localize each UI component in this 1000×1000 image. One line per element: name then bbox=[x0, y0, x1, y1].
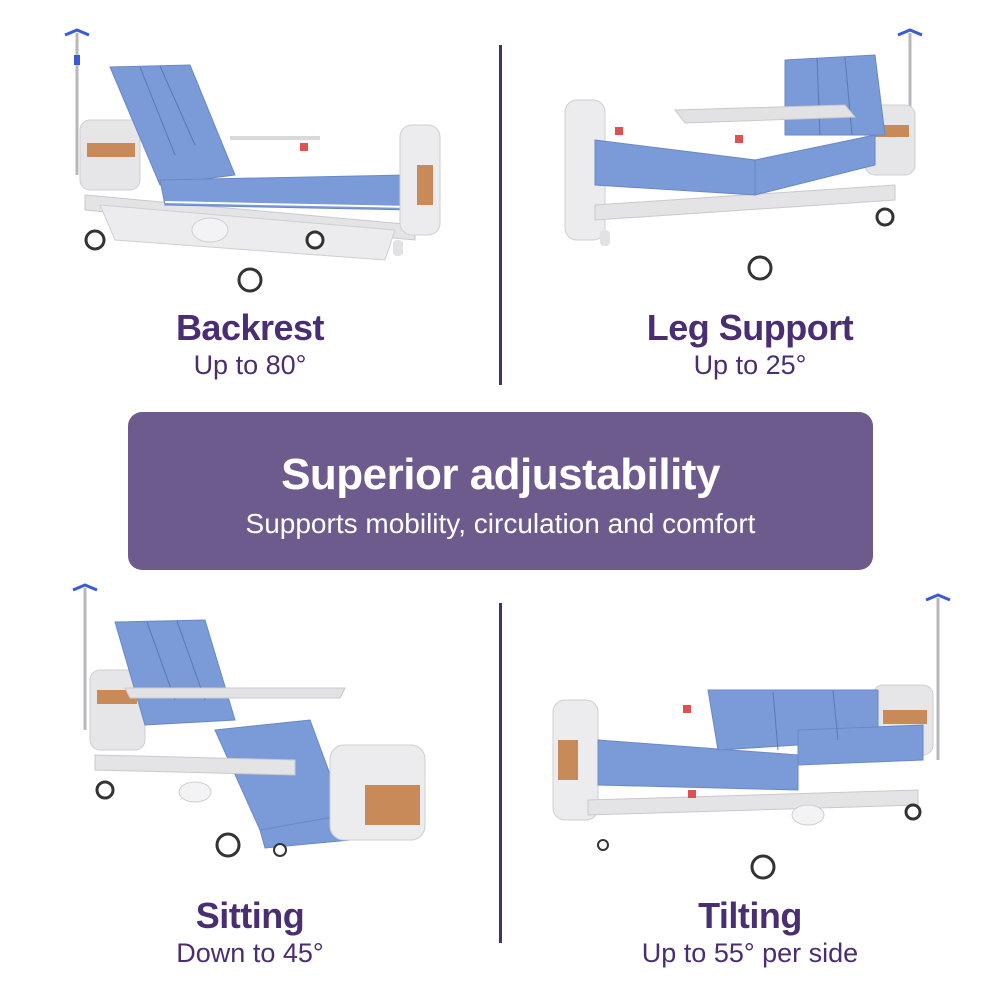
feature-title: Tilting bbox=[698, 895, 802, 936]
bed-image-backrest bbox=[55, 25, 455, 300]
banner-headline: Superior adjustability bbox=[281, 450, 720, 499]
hospital-bed-icon bbox=[564, 28, 923, 281]
feature-title: Leg Support bbox=[646, 307, 854, 348]
banner-subline: Supports mobility, circulation and comfo… bbox=[245, 508, 756, 539]
feature-title: Backrest bbox=[175, 307, 325, 348]
feature-title: Sitting bbox=[195, 895, 305, 936]
feature-caption-backrest: Backrest Up to 80° bbox=[100, 308, 400, 382]
feature-subtitle: Down to 45° bbox=[176, 938, 324, 968]
feature-subtitle: Up to 25° bbox=[693, 350, 807, 380]
feature-caption-leg-support: Leg Support Up to 25° bbox=[600, 308, 900, 382]
hospital-bed-icon bbox=[64, 28, 441, 293]
bed-image-tilting bbox=[548, 590, 958, 885]
feature-subtitle: Up to 80° bbox=[193, 350, 307, 380]
bed-image-leg-support bbox=[555, 25, 955, 285]
hospital-bed-icon bbox=[72, 583, 426, 858]
vertical-divider-bottom bbox=[499, 603, 502, 943]
hospital-bed-icon bbox=[552, 593, 951, 880]
feature-caption-sitting: Sitting Down to 45° bbox=[100, 896, 400, 970]
vertical-divider-top bbox=[499, 45, 502, 385]
feature-subtitle: Up to 55° per side bbox=[641, 938, 859, 968]
adjustability-banner: Superior adjustability Supports mobility… bbox=[128, 412, 873, 570]
bed-image-sitting bbox=[65, 580, 445, 870]
feature-caption-tilting: Tilting Up to 55° per side bbox=[575, 896, 925, 970]
